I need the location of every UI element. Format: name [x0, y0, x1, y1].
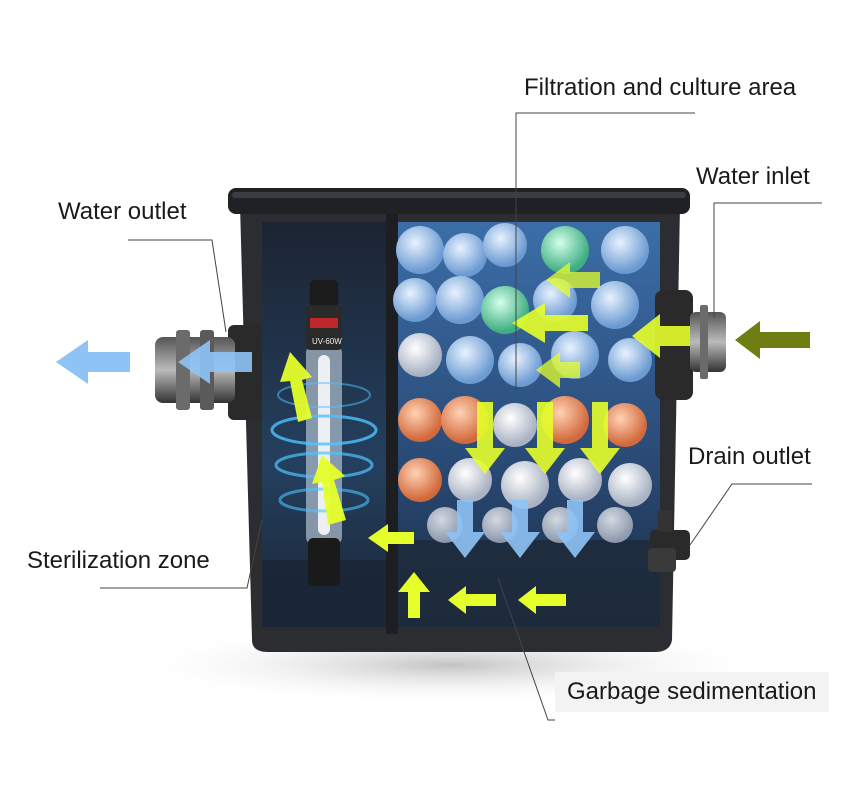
drain-outlet-label: Drain outlet — [688, 443, 811, 470]
water-outlet-label: Water outlet — [58, 198, 187, 225]
leader-line-garbage — [497, 577, 555, 721]
sterilization-zone-label: Sterilization zone — [27, 547, 210, 574]
flow-arrow — [465, 402, 505, 474]
leader-line-filtration — [515, 112, 695, 390]
divider-wall — [386, 214, 398, 634]
garbage-sedimentation-label: Garbage sedimentation — [555, 672, 829, 712]
inlet-arrow — [735, 321, 810, 359]
uv-lamp-text: UV-60W — [312, 337, 342, 346]
flow-arrow — [398, 572, 430, 618]
flow-arrow — [536, 352, 580, 388]
flow-arrow — [512, 303, 588, 343]
drain-valve — [648, 510, 690, 572]
flow-arrows — [56, 262, 810, 618]
flow-arrow — [280, 352, 312, 422]
clean-water-arrow — [500, 500, 540, 558]
flow-arrow — [546, 262, 600, 298]
water-inlet-label: Water inlet — [696, 163, 810, 190]
leader-lines — [100, 112, 822, 721]
outlet-arrow — [56, 340, 130, 384]
flow-arrow — [368, 524, 414, 552]
flow-arrow — [448, 586, 496, 614]
flow-arrow — [312, 455, 346, 525]
leader-line-water-inlet — [713, 202, 822, 318]
flow-arrow — [525, 402, 565, 474]
clean-water-arrow — [445, 500, 485, 558]
leader-line-drain — [689, 483, 812, 546]
sediment-area — [398, 540, 660, 627]
water-outlet-pipe — [155, 325, 262, 420]
leader-line-sterilization — [100, 519, 263, 589]
flow-arrow — [518, 586, 566, 614]
leader-line-water-outlet — [128, 239, 227, 333]
filtration-area-label: Filtration and culture area — [524, 74, 797, 101]
flow-arrow — [580, 402, 620, 474]
flow-arrow — [632, 314, 690, 358]
clean-water-arrow — [178, 340, 252, 384]
clean-water-arrow — [555, 500, 595, 558]
water-inlet-pipe — [655, 290, 726, 400]
